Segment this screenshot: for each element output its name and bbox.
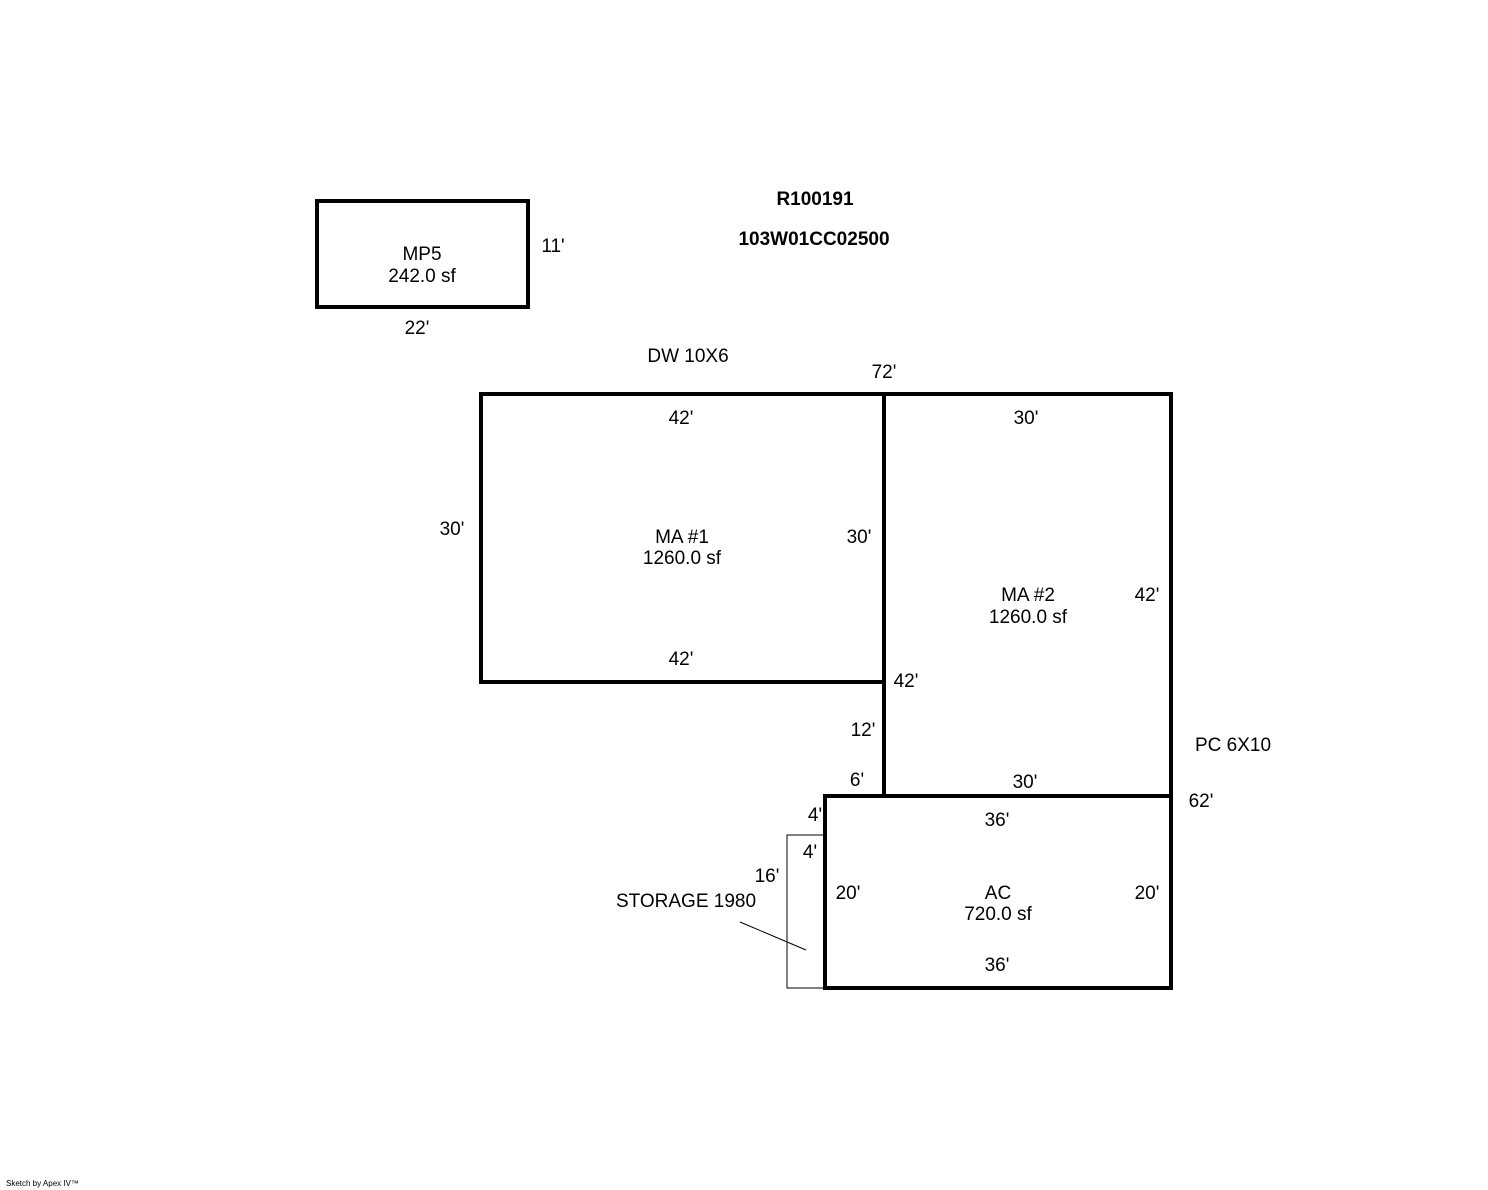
ma2-bottom-dimension: 30' (1013, 772, 1038, 793)
storage-leader-line (739, 921, 807, 951)
ma1-left-dimension: 30' (440, 519, 465, 540)
mp5-outline (315, 199, 530, 309)
ma2-top-dimension: 30' (1014, 408, 1039, 429)
parcel-id: R100191 (776, 189, 854, 210)
ma1-area: 1260.0 sf (643, 548, 722, 569)
ac-bottom-dimension: 36' (985, 955, 1010, 976)
total-top-dimension: 72' (872, 362, 897, 383)
ma1-top-dimension: 42' (669, 408, 694, 429)
map-tax-lot: 103W01CC02500 (738, 229, 889, 250)
ma2-right-dimension: 42' (1135, 585, 1160, 606)
ac-top-dimension: 36' (985, 810, 1010, 831)
ac-name: AC (985, 883, 1011, 904)
ma2-left-dimension: 42' (894, 671, 919, 692)
storage-top-dimension: 4' (808, 805, 822, 826)
storage-inner-dimension: 4' (803, 842, 817, 863)
ac-right-dimension: 20' (1135, 883, 1160, 904)
storage-side-dimension: 16' (755, 866, 780, 887)
ma1-bottom-dimension: 42' (669, 649, 694, 670)
gap-6-dimension: 6' (850, 770, 864, 791)
pc-label: PC 6X10 (1195, 735, 1271, 756)
mp5-side-dimension: 11' (541, 236, 564, 257)
ac-area: 720.0 sf (964, 904, 1032, 925)
main-building-outline (479, 392, 1173, 990)
ma2-area: 1260.0 sf (989, 607, 1068, 628)
ma1-right-dimension: 30' (847, 527, 872, 548)
ma1-name: MA #1 (655, 527, 709, 548)
storage-outline (786, 834, 826, 989)
ac-left-dimension: 20' (836, 883, 861, 904)
mp5-bottom-dimension: 22' (405, 318, 430, 339)
gap-12-dimension: 12' (851, 720, 876, 741)
dw-label: DW 10X6 (647, 346, 728, 367)
sketch-credit: Sketch by Apex IV™ (6, 1179, 79, 1188)
ma2-name: MA #2 (1001, 585, 1055, 606)
mp5-name: MP5 (402, 244, 441, 265)
storage-label: STORAGE 1980 (616, 891, 756, 912)
mp5-area: 242.0 sf (388, 266, 456, 287)
total-right-dimension: 62' (1189, 791, 1214, 812)
